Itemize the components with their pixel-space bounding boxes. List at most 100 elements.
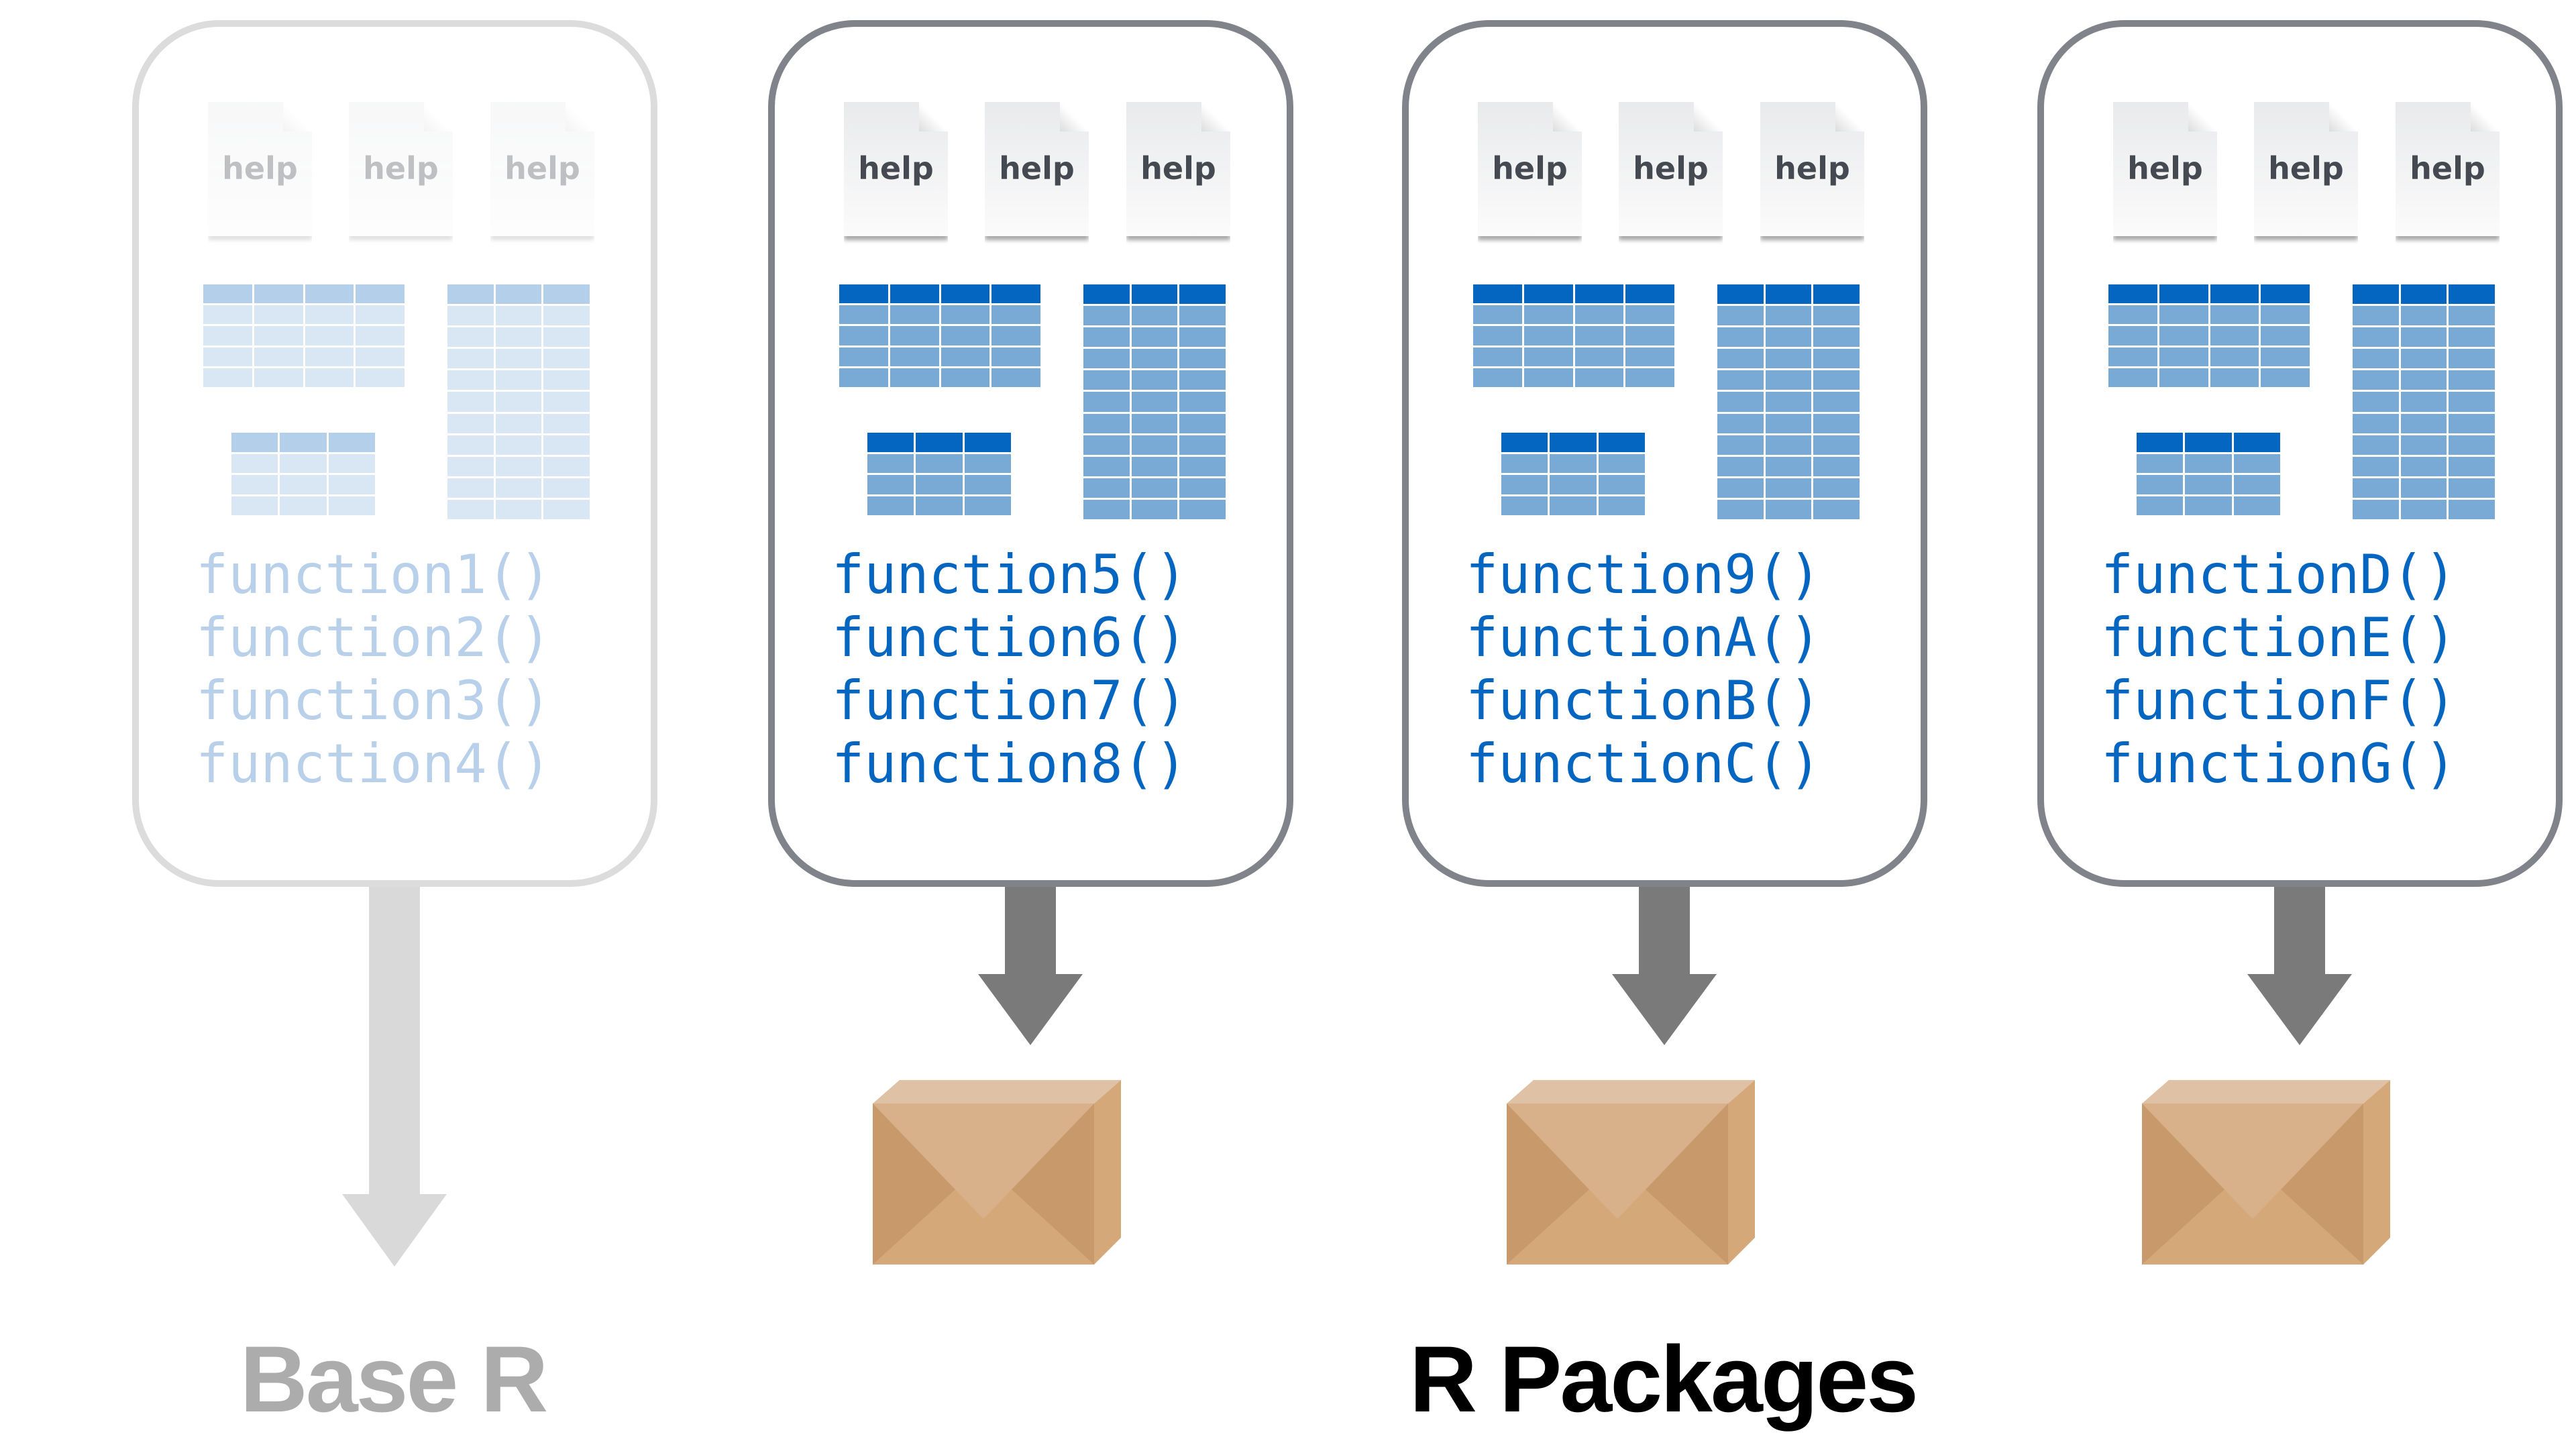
table-cell (1813, 435, 1860, 455)
table-cell (2159, 368, 2208, 387)
table-cell (2400, 370, 2447, 390)
table-cell (356, 347, 405, 366)
page-fold (918, 102, 948, 131)
table-cell (991, 347, 1040, 366)
page-fold (1059, 102, 1089, 131)
table-header-cell (543, 284, 590, 305)
table-cell (231, 453, 278, 473)
table-header-cell (254, 284, 303, 304)
table-header-cell (1717, 284, 1764, 305)
table-cell (2210, 347, 2259, 366)
function-list: function5()function6()function7()functio… (832, 543, 1187, 796)
table-cell (1813, 456, 1860, 476)
table-cell (447, 392, 494, 412)
page-fold (1201, 102, 1230, 131)
table-cell (1179, 478, 1226, 498)
table-cell (839, 326, 888, 345)
table-cell (543, 499, 590, 519)
table-cell (1813, 306, 1860, 326)
table-cell (1625, 326, 1674, 345)
table-header-cell (1813, 284, 1860, 305)
help-label: help (858, 150, 934, 186)
table-header-cell (2353, 284, 2399, 305)
table-cell (1717, 478, 1764, 498)
table-cell (495, 499, 542, 519)
table-cell (328, 453, 375, 473)
table-cell (2353, 370, 2399, 390)
table-cell (1179, 499, 1226, 519)
table-header-cell (867, 433, 914, 452)
table-header-cell (1501, 433, 1548, 452)
table-cell (2159, 347, 2208, 366)
table-cell (543, 456, 590, 476)
table-cell (991, 368, 1040, 387)
arrow-head (1612, 974, 1717, 1045)
table-cell (867, 475, 914, 494)
data-table-icon (1501, 433, 1645, 515)
table-header-cell (1574, 284, 1624, 304)
table-cell (543, 349, 590, 369)
table-header-cell (2400, 284, 2447, 305)
table-cell (2159, 326, 2208, 345)
help-label: help (2268, 150, 2344, 186)
arrow-stem (2274, 887, 2325, 975)
help-document-icon: help (490, 102, 594, 236)
data-table-icon (1083, 284, 1226, 519)
table-cell (495, 392, 542, 412)
table-cell (1813, 392, 1860, 412)
table-cell (447, 349, 494, 369)
page-fold (423, 102, 453, 131)
page-fold (2188, 102, 2217, 131)
table-cell (495, 456, 542, 476)
table-cell (2400, 327, 2447, 347)
table-cell (495, 478, 542, 498)
table-cell (1501, 496, 1548, 515)
table-cell (356, 326, 405, 345)
table-header-cell (2185, 433, 2232, 452)
help-document-icon: help (1478, 102, 1582, 236)
table-cell (231, 496, 278, 515)
table-cell (2449, 392, 2495, 412)
table-cell (447, 478, 494, 498)
table-cell (2449, 370, 2495, 390)
help-label: help (999, 150, 1075, 186)
table-header-cell (495, 284, 542, 305)
table-cell (1717, 349, 1764, 369)
function-name: function8() (832, 733, 1187, 795)
table-cell (1083, 370, 1130, 390)
table-cell (1550, 453, 1597, 473)
table-cell (1598, 453, 1645, 473)
table-cell (1717, 370, 1764, 390)
table-cell (356, 305, 405, 325)
table-cell (1083, 413, 1130, 433)
table-cell (1501, 453, 1548, 473)
table-cell (2353, 392, 2399, 412)
data-table-icon (203, 284, 405, 387)
table-cell (447, 435, 494, 455)
table-cell (1765, 370, 1812, 390)
table-cell (1717, 413, 1764, 433)
table-cell (916, 496, 963, 515)
table-cell (2353, 413, 2399, 433)
page-fold (1835, 102, 1864, 131)
table-cell (1131, 349, 1178, 369)
help-document-icon: help (2396, 102, 2500, 236)
table-cell (1083, 349, 1130, 369)
data-table-icon (1473, 284, 1674, 387)
table-cell (328, 496, 375, 515)
table-cell (839, 368, 888, 387)
table-cell (1550, 475, 1597, 494)
function-name: function9() (1466, 543, 1821, 606)
table-cell (2449, 456, 2495, 476)
table-cell (1574, 305, 1624, 325)
table-cell (1083, 306, 1130, 326)
table-cell (1765, 327, 1812, 347)
table-cell (2400, 435, 2447, 455)
arrow-head (342, 1194, 447, 1267)
table-cell (305, 326, 354, 345)
table-cell (2400, 478, 2447, 498)
table-cell (1765, 478, 1812, 498)
table-header-cell (2233, 433, 2280, 452)
